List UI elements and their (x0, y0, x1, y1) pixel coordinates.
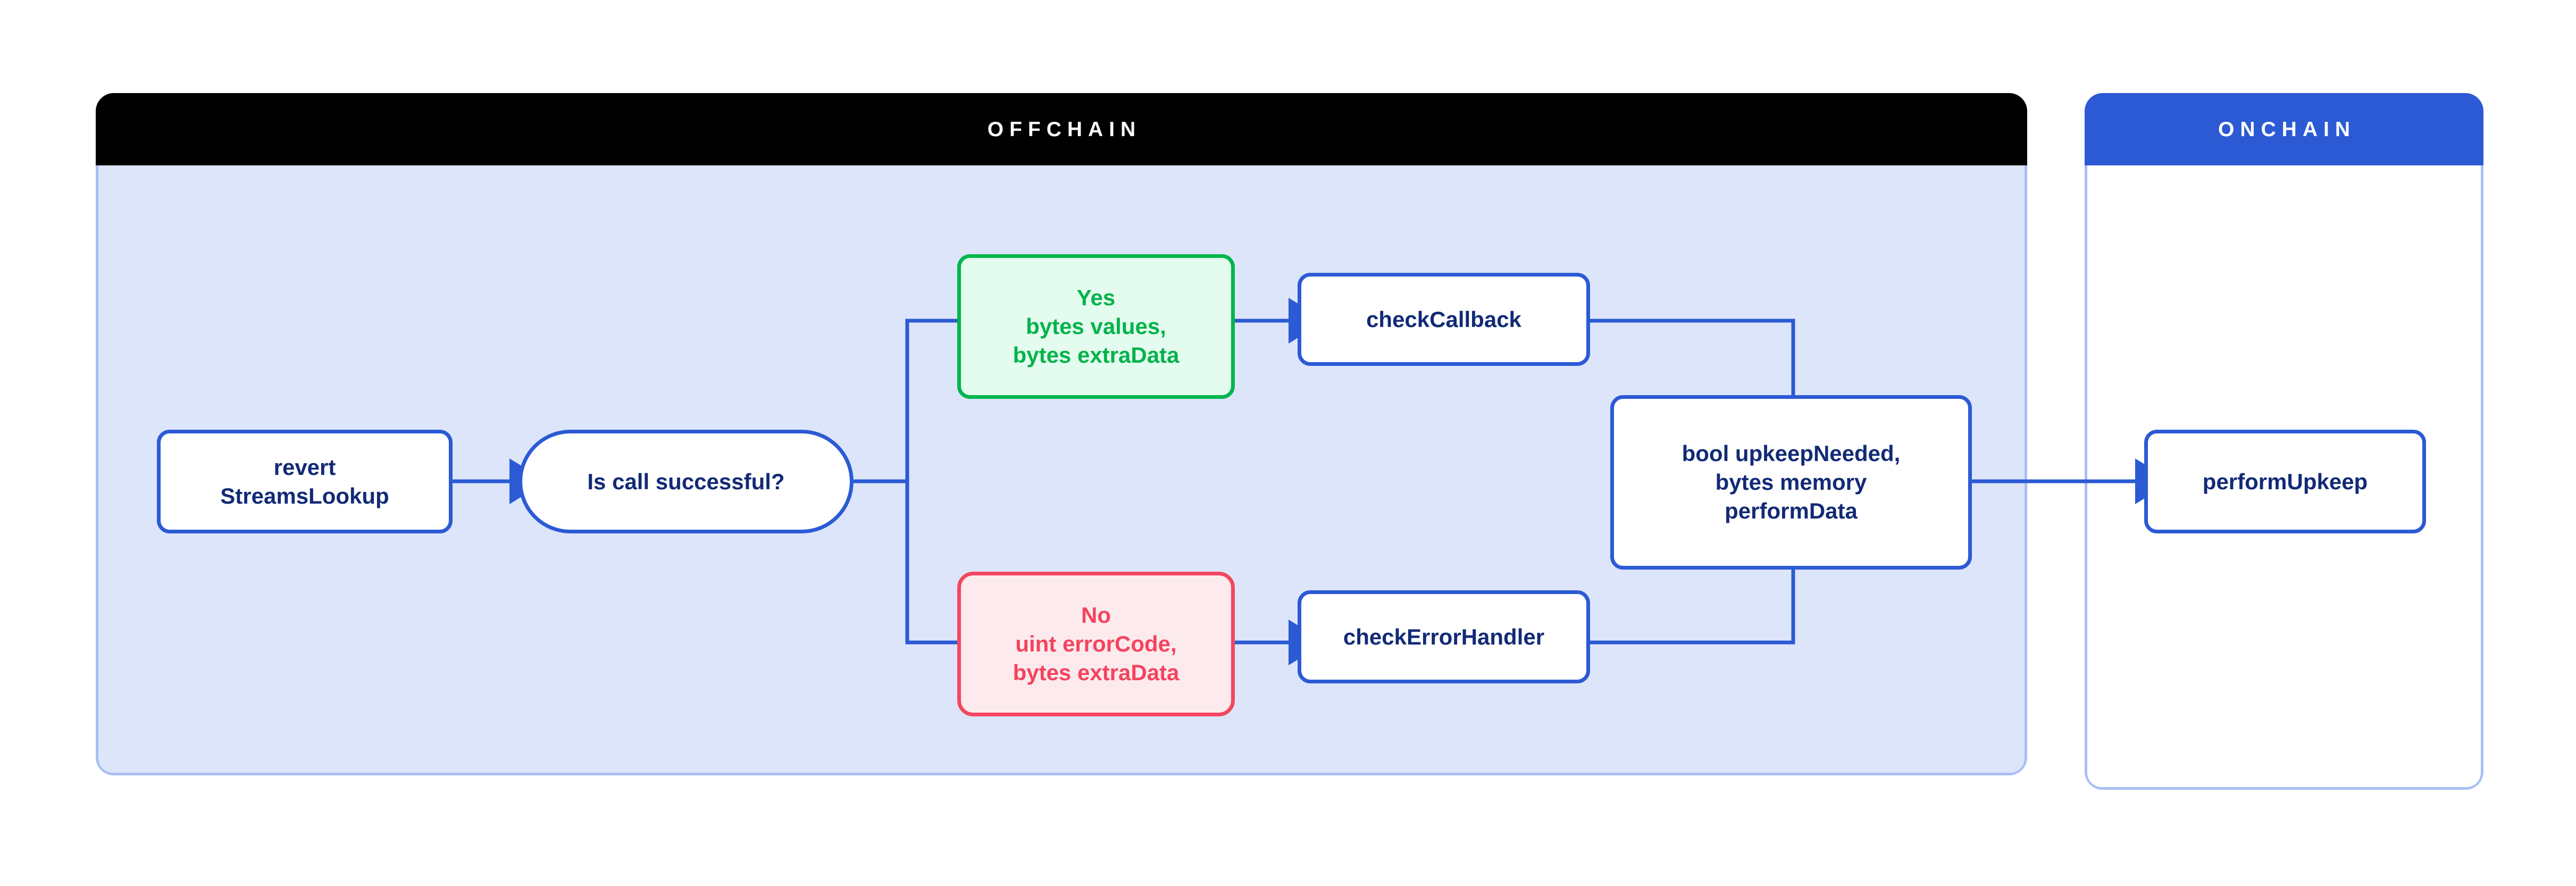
node-check-error-handler-label: checkErrorHandler (1343, 624, 1545, 649)
node-revert-streamslookup[interactable]: revert StreamsLookup (157, 430, 453, 533)
node-yes-branch-label: Yes bytes values, bytes extraData (1013, 285, 1180, 367)
offchain-panel-header: OFFCHAIN (96, 93, 2027, 165)
node-revert-streamslookup-label: revert StreamsLookup (220, 454, 389, 508)
offchain-panel-title: OFFCHAIN (987, 118, 1142, 141)
node-perform-upkeep[interactable]: performUpkeep (2144, 430, 2426, 533)
node-yes-branch[interactable]: Yes bytes values, bytes extraData (957, 254, 1235, 399)
node-upkeep-needed-label: bool upkeepNeeded, bytes memory performD… (1682, 441, 1901, 523)
node-is-call-successful[interactable]: Is call successful? (518, 430, 854, 533)
onchain-panel-title: ONCHAIN (2218, 118, 2356, 141)
node-no-branch-label: No uint errorCode, bytes extraData (1013, 603, 1180, 685)
node-check-error-handler[interactable]: checkErrorHandler (1298, 590, 1590, 683)
node-is-call-successful-label: Is call successful? (587, 469, 785, 494)
onchain-panel-header: ONCHAIN (2085, 93, 2483, 165)
node-perform-upkeep-label: performUpkeep (2202, 469, 2368, 494)
node-no-branch[interactable]: No uint errorCode, bytes extraData (957, 572, 1235, 716)
node-check-callback-label: checkCallback (1366, 306, 1521, 332)
node-check-callback[interactable]: checkCallback (1298, 273, 1590, 366)
node-upkeep-needed[interactable]: bool upkeepNeeded, bytes memory performD… (1610, 395, 1972, 570)
